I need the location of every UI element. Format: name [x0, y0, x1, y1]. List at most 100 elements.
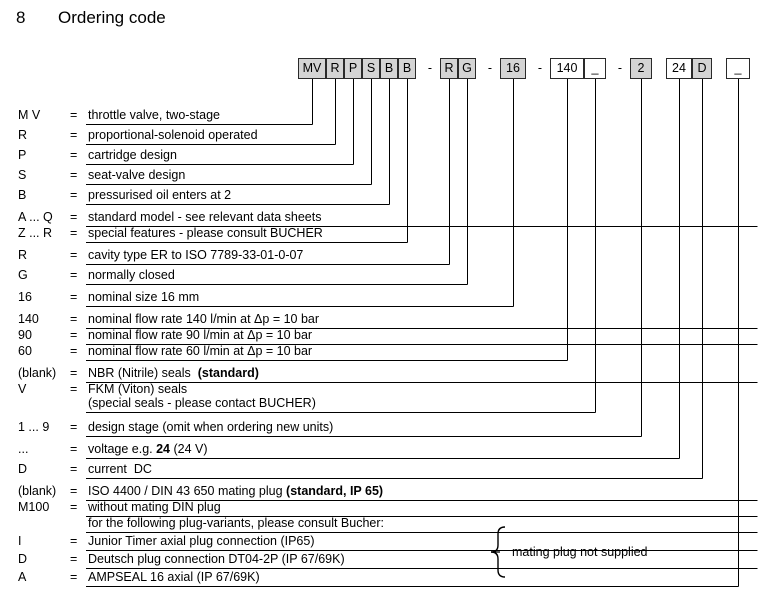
- legend-row-text: seat-valve design: [88, 168, 186, 182]
- legend-row-code: 90: [18, 328, 32, 342]
- legend-row-text: ISO 4400 / DIN 43 650 mating plug (stand…: [88, 484, 384, 498]
- legend-row-text: Deutsch plug connection DT04-2P (IP 67/6…: [88, 552, 345, 566]
- legend-row: 140=nominal flow rate 140 l/min at Δp = …: [0, 312, 763, 329]
- legend-row-text: voltage e.g. 24 (24 V): [88, 442, 208, 456]
- legend-row-equals: =: [70, 148, 78, 162]
- legend-row-equals: =: [70, 442, 78, 456]
- legend-row-code: A: [18, 570, 27, 584]
- section-number: 8: [16, 8, 26, 27]
- legend-row-code: Z ... R: [18, 226, 53, 240]
- legend-row-text: AMPSEAL 16 axial (IP 67/69K): [88, 570, 260, 584]
- code-box-3[interactable]: S: [362, 58, 380, 79]
- legend-row-text: nominal size 16 mm: [88, 290, 200, 304]
- legend-row-equals: =: [70, 366, 78, 380]
- legend-row-equals: =: [70, 552, 78, 566]
- legend-row-text: nominal flow rate 140 l/min at Δp = 10 b…: [88, 312, 320, 326]
- legend-row: (special seals - please contact BUCHER): [0, 396, 763, 413]
- legend-row: A=AMPSEAL 16 axial (IP 67/69K): [0, 570, 763, 587]
- legend-row-text: cavity type ER to ISO 7789-33-01-0-07: [88, 248, 304, 262]
- legend-row-text: proportional-solenoid operated: [88, 128, 258, 142]
- code-box-0[interactable]: MV: [298, 58, 326, 79]
- legend-row-equals: =: [70, 484, 78, 498]
- legend-row: G=normally closed: [0, 268, 763, 285]
- legend-row-text: nominal flow rate 60 l/min at Δp = 10 ba…: [88, 344, 313, 358]
- legend-row-text: NBR (Nitrile) seals (standard): [88, 366, 259, 380]
- legend-row-text: for the following plug-variants, please …: [88, 516, 384, 530]
- legend-row-equals: =: [70, 210, 78, 224]
- legend-row-code: I: [18, 534, 22, 548]
- legend-row-code: A ... Q: [18, 210, 53, 224]
- legend-row: I = Junior Timer axial plug connection (IP…: [0, 534, 763, 551]
- legend-row-equals: =: [70, 108, 78, 122]
- legend-row-code: 60: [18, 344, 32, 358]
- legend-row-code: G: [18, 268, 28, 282]
- legend-row: A ... Q = standard model - see relevant da…: [0, 210, 763, 227]
- legend-row-code: P: [18, 148, 27, 162]
- code-box-9[interactable]: 140: [550, 58, 584, 79]
- legend-row: 90=nominal flow rate 90 l/min at Δp = 10…: [0, 328, 763, 345]
- code-box-6[interactable]: R: [440, 58, 458, 79]
- legend-row: M100=without mating DIN plug: [0, 500, 763, 517]
- legend-row-text: Junior Timer axial plug connection (IP65…: [88, 534, 315, 548]
- legend-row-text-bold: (standard, IP 65): [286, 484, 384, 498]
- legend-row: 1 ... 9 = design stage (omit when ordering…: [0, 420, 763, 437]
- legend-row-text: special features - please consult BUCHER: [88, 226, 323, 240]
- legend-row: (blank) = NBR (Nitrile) seals (standard): [0, 366, 763, 383]
- legend-row-code: V: [18, 382, 27, 396]
- legend-row-text: FKM (Viton) seals: [88, 382, 188, 396]
- legend-row-code: ...: [18, 442, 29, 456]
- code-box-5[interactable]: B: [398, 58, 416, 79]
- code-box-14[interactable]: _: [726, 58, 750, 79]
- code-box-11[interactable]: 2: [630, 58, 652, 79]
- legend-row-equals: =: [70, 420, 78, 434]
- code-box-13[interactable]: D: [692, 58, 712, 79]
- legend-row-equals: =: [70, 328, 78, 342]
- code-separator-1: -: [487, 61, 493, 75]
- legend-row-code: 140: [18, 312, 39, 326]
- legend-row-text: pressurised oil enters at 2: [88, 188, 232, 202]
- legend-row: M V=throttle valve, two-stage: [0, 108, 763, 125]
- legend-row-equals: =: [70, 168, 78, 182]
- legend-row-equals: =: [70, 382, 78, 396]
- legend-row-code: (blank): [18, 366, 57, 380]
- legend-row: V = FKM (Viton) seals: [0, 382, 763, 399]
- code-box-8[interactable]: 16: [500, 58, 526, 79]
- legend-row-equals: =: [70, 226, 78, 240]
- legend-row-code: D: [18, 552, 28, 566]
- legend-row-code: 16: [18, 290, 32, 304]
- legend-row: D=current DC: [0, 462, 763, 479]
- legend-row-text-bold: 24: [156, 442, 171, 456]
- legend-row-code: 1 ... 9: [18, 420, 50, 434]
- code-box-2[interactable]: P: [344, 58, 362, 79]
- legend-row: 16 = nominal size 16 mm: [0, 290, 763, 307]
- legend-row-equals: =: [70, 248, 78, 262]
- legend-row-code: S: [18, 168, 27, 182]
- code-separator-2: -: [537, 61, 543, 75]
- legend-row: (blank) = ISO 4400 / DIN 43 650 mating plu…: [0, 484, 763, 501]
- legend-row-code: D: [18, 462, 28, 476]
- legend-row: R=cavity type ER to ISO 7789-33-01-0-07: [0, 248, 763, 265]
- legend-row-text: normally closed: [88, 268, 175, 282]
- legend-row-text: cartridge design: [88, 148, 177, 162]
- legend-row-equals: =: [70, 290, 78, 304]
- code-box-1[interactable]: R: [326, 58, 344, 79]
- code-box-7[interactable]: G: [458, 58, 476, 79]
- code-box-12[interactable]: 24: [666, 58, 692, 79]
- code-separator-0: -: [427, 61, 433, 75]
- legend-row-equals: =: [70, 500, 78, 514]
- legend-row-text: throttle valve, two-stage: [88, 108, 221, 122]
- legend-row-equals: =: [70, 534, 78, 548]
- legend-row-text: design stage (omit when ordering new uni…: [88, 420, 334, 434]
- legend-row: 60=nominal flow rate 60 l/min at Δp = 10…: [0, 344, 763, 361]
- legend-row-text: without mating DIN plug: [88, 500, 221, 514]
- legend-row-code: (blank): [18, 484, 57, 498]
- code-box-4[interactable]: B: [380, 58, 398, 79]
- code-box-10[interactable]: _: [584, 58, 606, 79]
- legend-row-equals: =: [70, 188, 78, 202]
- legend-row-text: standard model - see relevant data sheet…: [88, 210, 322, 224]
- page-title: Ordering code: [58, 8, 166, 27]
- legend-row-text-bold: (standard): [197, 366, 259, 380]
- legend-row: S = seat-valve design: [0, 168, 763, 185]
